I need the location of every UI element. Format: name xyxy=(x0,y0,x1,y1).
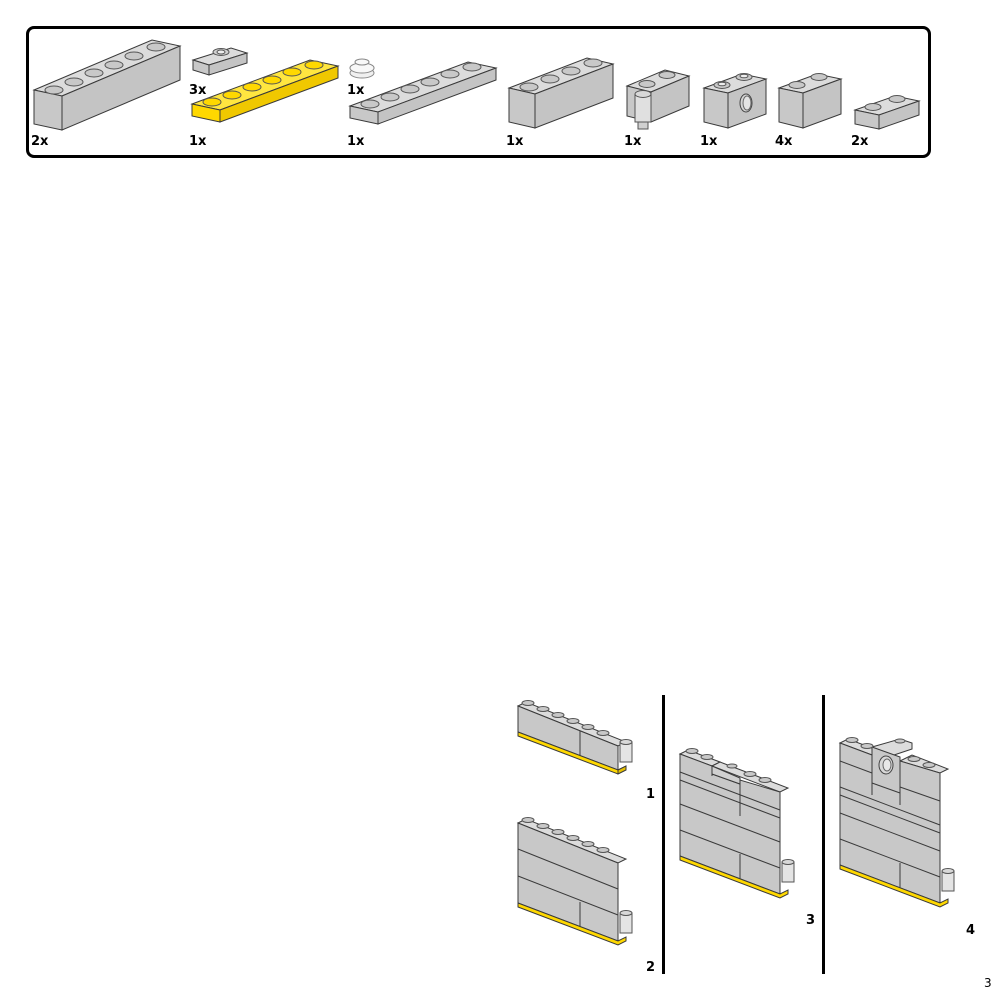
technic-brick-icon xyxy=(702,73,768,129)
step-3-model-icon xyxy=(678,748,795,899)
jumper-plate-icon xyxy=(191,47,249,76)
part-quantity: 1x xyxy=(624,134,642,149)
yellow-plate-1x6-icon xyxy=(190,59,340,123)
part-quantity: 1x xyxy=(189,134,207,149)
step-divider xyxy=(662,695,665,974)
part-quantity: 4x xyxy=(775,134,793,149)
brick-1x2-icon xyxy=(777,73,843,129)
gray-plate-1x6-icon xyxy=(348,61,498,125)
part-quantity: 2x xyxy=(31,134,49,149)
plate-1x2-icon xyxy=(853,95,921,130)
step-number: 1 xyxy=(646,787,656,802)
step-1-model-icon xyxy=(516,700,633,775)
brick-1x4-icon xyxy=(507,57,615,129)
part-quantity: 1x xyxy=(347,134,365,149)
part-quantity: 1x xyxy=(506,134,524,149)
part-quantity: 1x xyxy=(700,134,718,149)
step-number: 3 xyxy=(806,913,816,928)
step-number: 4 xyxy=(966,923,976,938)
step-2-model-icon xyxy=(516,817,633,946)
step-number: 2 xyxy=(646,960,656,975)
part-quantity: 3x xyxy=(189,83,207,98)
round-plate-icon xyxy=(349,58,375,79)
part-quantity: 1x xyxy=(347,83,365,98)
step-4-model-icon xyxy=(838,737,955,908)
part-quantity: 2x xyxy=(851,134,869,149)
parts-list-box xyxy=(26,26,931,158)
brick-1x6-icon xyxy=(32,39,182,131)
hinge-brick-icon xyxy=(625,69,691,130)
page-number: 3 xyxy=(984,976,992,990)
step-divider xyxy=(822,695,825,974)
